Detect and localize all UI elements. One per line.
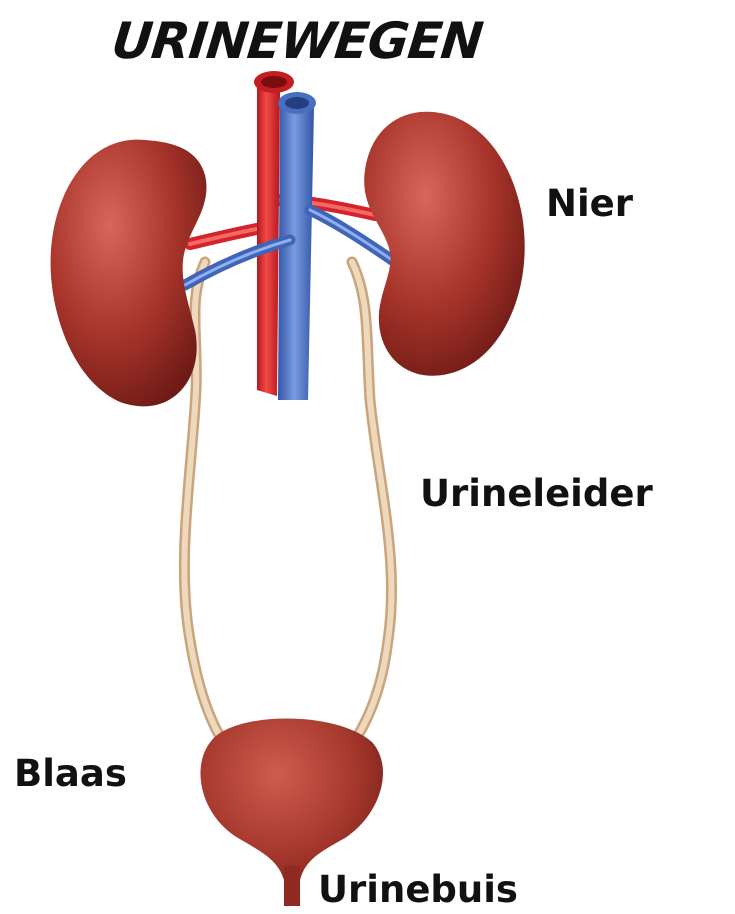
urethra [284, 866, 300, 906]
label-kidney: Nier [546, 182, 633, 226]
kidney-right [364, 112, 524, 376]
label-urethra: Urinebuis [318, 868, 518, 912]
label-ureter: Urineleider [420, 472, 653, 516]
diagram-title: URINEWEGEN [109, 8, 446, 74]
kidney-left [51, 140, 207, 407]
label-bladder: Blaas [14, 752, 127, 796]
